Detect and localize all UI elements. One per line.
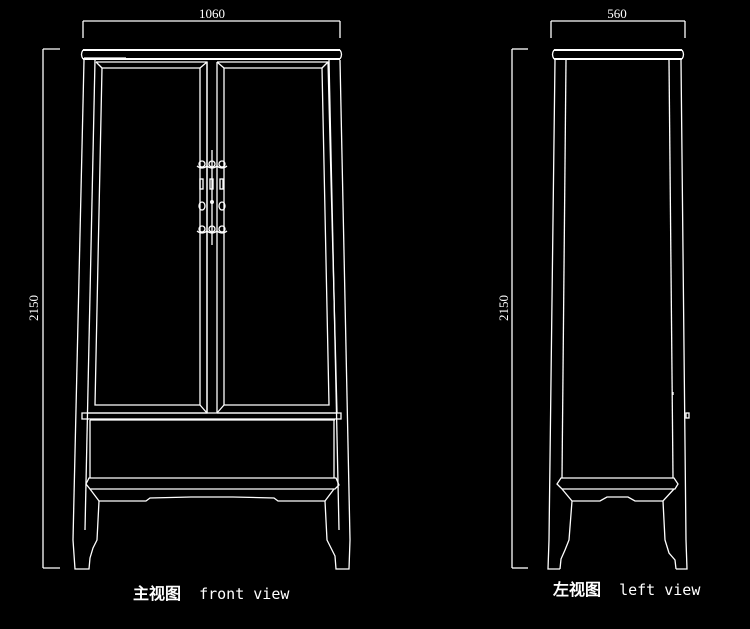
door-pull-left-icon [198, 201, 206, 211]
door-pull-right-icon [218, 201, 226, 211]
hardware-bar-left [199, 178, 204, 190]
front-view-caption: 主视图 front view [133, 580, 289, 604]
left-height-dimension: 2150 [496, 48, 528, 569]
left-height-label: 2150 [496, 295, 511, 321]
left-view-caption-en: left view [619, 581, 701, 599]
front-view-caption-cn: 主视图 [133, 584, 182, 603]
front-stiles [72, 59, 351, 541]
left-stiles [547, 59, 690, 570]
lock-center-icon [210, 200, 214, 204]
left-width-label: 560 [607, 6, 627, 21]
hardware-bar-right [219, 178, 224, 190]
front-height-dimension: 2150 [26, 48, 60, 569]
left-top-cornice [551, 49, 685, 60]
left-legs [559, 500, 677, 570]
front-waist-rail [81, 412, 342, 478]
front-width-label: 1060 [199, 6, 225, 21]
left-lower-apron [556, 477, 679, 502]
front-center-stiles [206, 62, 218, 413]
hardware-top-ornament [196, 160, 228, 169]
front-view-drawing: 1060 2150 [26, 6, 351, 570]
left-width-dimension: 560 [550, 6, 686, 38]
front-view-caption-en: front view [199, 585, 290, 603]
front-height-label: 2150 [26, 295, 41, 321]
hardware-bar-center [209, 178, 214, 190]
left-view-drawing: 560 2150 [496, 6, 690, 570]
front-lower-apron [85, 477, 340, 502]
left-view-caption-cn: 左视图 [553, 580, 602, 599]
front-width-dimension: 1060 [82, 6, 341, 38]
front-top-cornice [80, 49, 343, 60]
front-legs [72, 500, 351, 570]
door-hardware [196, 160, 228, 234]
front-left-door [87, 61, 208, 414]
hardware-bottom-ornament [196, 225, 228, 234]
left-view-caption: 左视图 left view [553, 576, 700, 600]
side-hinge-icon [685, 412, 690, 419]
front-right-door [216, 61, 338, 414]
